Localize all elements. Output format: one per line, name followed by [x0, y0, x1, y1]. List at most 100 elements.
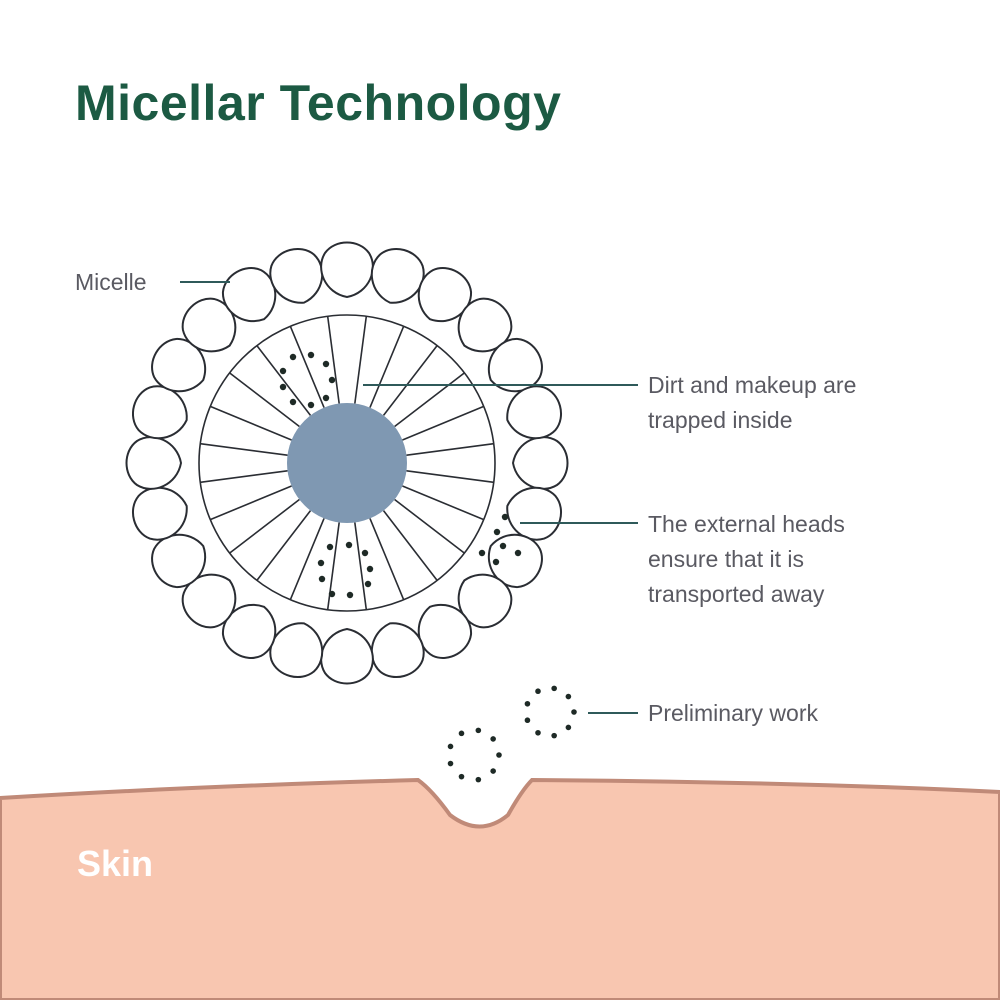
micelle-tail: [200, 442, 288, 456]
particle-dot: [565, 724, 572, 731]
dirt-dot: [361, 549, 369, 557]
micelle-head: [125, 436, 183, 490]
dirt-dot: [318, 575, 326, 583]
micelle-label: Micelle: [75, 269, 147, 295]
particle-dot: [535, 688, 541, 695]
micelle-tail: [382, 345, 438, 416]
micelle-tail: [256, 345, 312, 416]
micelle-head: [370, 248, 425, 304]
micelle-head: [370, 622, 425, 678]
particle-dot: [458, 773, 465, 780]
dirt-dot: [326, 543, 334, 551]
micelle-head: [181, 573, 237, 629]
skin-layer: [0, 777, 1000, 1000]
micelle-head: [457, 297, 513, 353]
particle-dot: [496, 752, 502, 758]
micelle-tail: [406, 442, 494, 456]
dirt-label-line2: trapped inside: [648, 407, 793, 433]
micelle-tail: [289, 325, 325, 408]
micelle-tail: [289, 518, 325, 601]
micelle-head: [269, 622, 324, 678]
micelle-ring: [198, 314, 496, 612]
particle-dot: [447, 760, 454, 767]
dirt-dot: [317, 559, 325, 567]
micelle-tail: [354, 316, 368, 404]
micelle-head: [151, 533, 207, 589]
heads-label-line1: The external heads: [648, 511, 845, 537]
micelle-tail: [394, 372, 465, 428]
preliminary-particles: [447, 685, 577, 783]
micelle: [125, 241, 569, 685]
particle-dot: [571, 709, 577, 715]
dirt-dot: [501, 513, 509, 521]
micelle-tail: [382, 510, 438, 581]
micelle-head: [320, 241, 374, 299]
micelle-head: [417, 603, 473, 659]
micelle-tail: [369, 518, 405, 601]
particle-dot: [565, 693, 572, 700]
dirt-dot: [328, 376, 336, 384]
dirt-dot: [289, 353, 297, 361]
dirt-dot: [289, 398, 297, 406]
micelle-tail: [402, 405, 485, 441]
micelle-tail: [369, 325, 405, 408]
particle-dot: [447, 743, 454, 750]
dirt-dot: [493, 528, 501, 536]
particle-dot: [475, 727, 482, 734]
dirt-label-line1: Dirt and makeup are: [648, 372, 856, 398]
micelle-tail: [394, 498, 465, 554]
dirt-dot: [322, 394, 330, 402]
particle-dot: [551, 685, 557, 692]
heads-label-line2: ensure that it is: [648, 546, 804, 572]
dirt-dot: [279, 367, 287, 375]
dirt-dot: [366, 565, 374, 573]
micelle-head: [151, 337, 207, 393]
micelle-tail: [402, 485, 485, 521]
dirt-dot: [514, 549, 522, 557]
dirt-dot: [322, 360, 330, 368]
dirt-dot: [499, 542, 507, 550]
micelle-tail: [354, 522, 368, 610]
particle-dot: [524, 717, 531, 724]
micelle-tail: [406, 470, 494, 484]
dirt-dot: [346, 591, 354, 599]
micelle-head: [417, 267, 473, 323]
micelle-head: [487, 337, 543, 393]
skin-label: Skin: [77, 843, 153, 884]
dirt-dot: [307, 401, 315, 409]
particle-dot: [490, 736, 496, 742]
micelle-core: [287, 403, 407, 523]
preliminary-label: Preliminary work: [648, 700, 818, 726]
micelle-head: [320, 627, 374, 685]
dirt-dot: [279, 383, 287, 391]
micelle-tail: [209, 485, 292, 521]
micelle-head: [506, 385, 562, 440]
heads-label-line3: transported away: [648, 581, 825, 607]
dirt-dot: [478, 549, 486, 557]
particle-dot: [551, 732, 557, 739]
micelle-head: [132, 486, 188, 541]
particle-dot: [458, 730, 465, 737]
dirt-dot: [345, 541, 353, 549]
particle-dot: [524, 700, 531, 707]
micelle-tail: [229, 372, 300, 428]
micelle-head: [221, 603, 277, 659]
particle-dot: [535, 729, 541, 736]
micelle-head: [181, 297, 237, 353]
particle-dot: [490, 768, 496, 774]
dirt-dot: [364, 580, 372, 588]
micelle-head: [511, 436, 569, 490]
dirt-dot: [307, 351, 315, 359]
micelle-head: [269, 248, 324, 304]
micelle-head: [457, 573, 513, 629]
dirt-dot: [328, 590, 336, 598]
micelle-tail: [200, 470, 288, 484]
dirt-dot: [492, 558, 500, 566]
micelle-tail: [256, 510, 312, 581]
micelle-head: [506, 486, 562, 541]
micelle-tail: [229, 498, 300, 554]
micelle-tail: [209, 405, 292, 441]
micelle-head: [221, 267, 277, 323]
micelle-head: [132, 385, 188, 440]
